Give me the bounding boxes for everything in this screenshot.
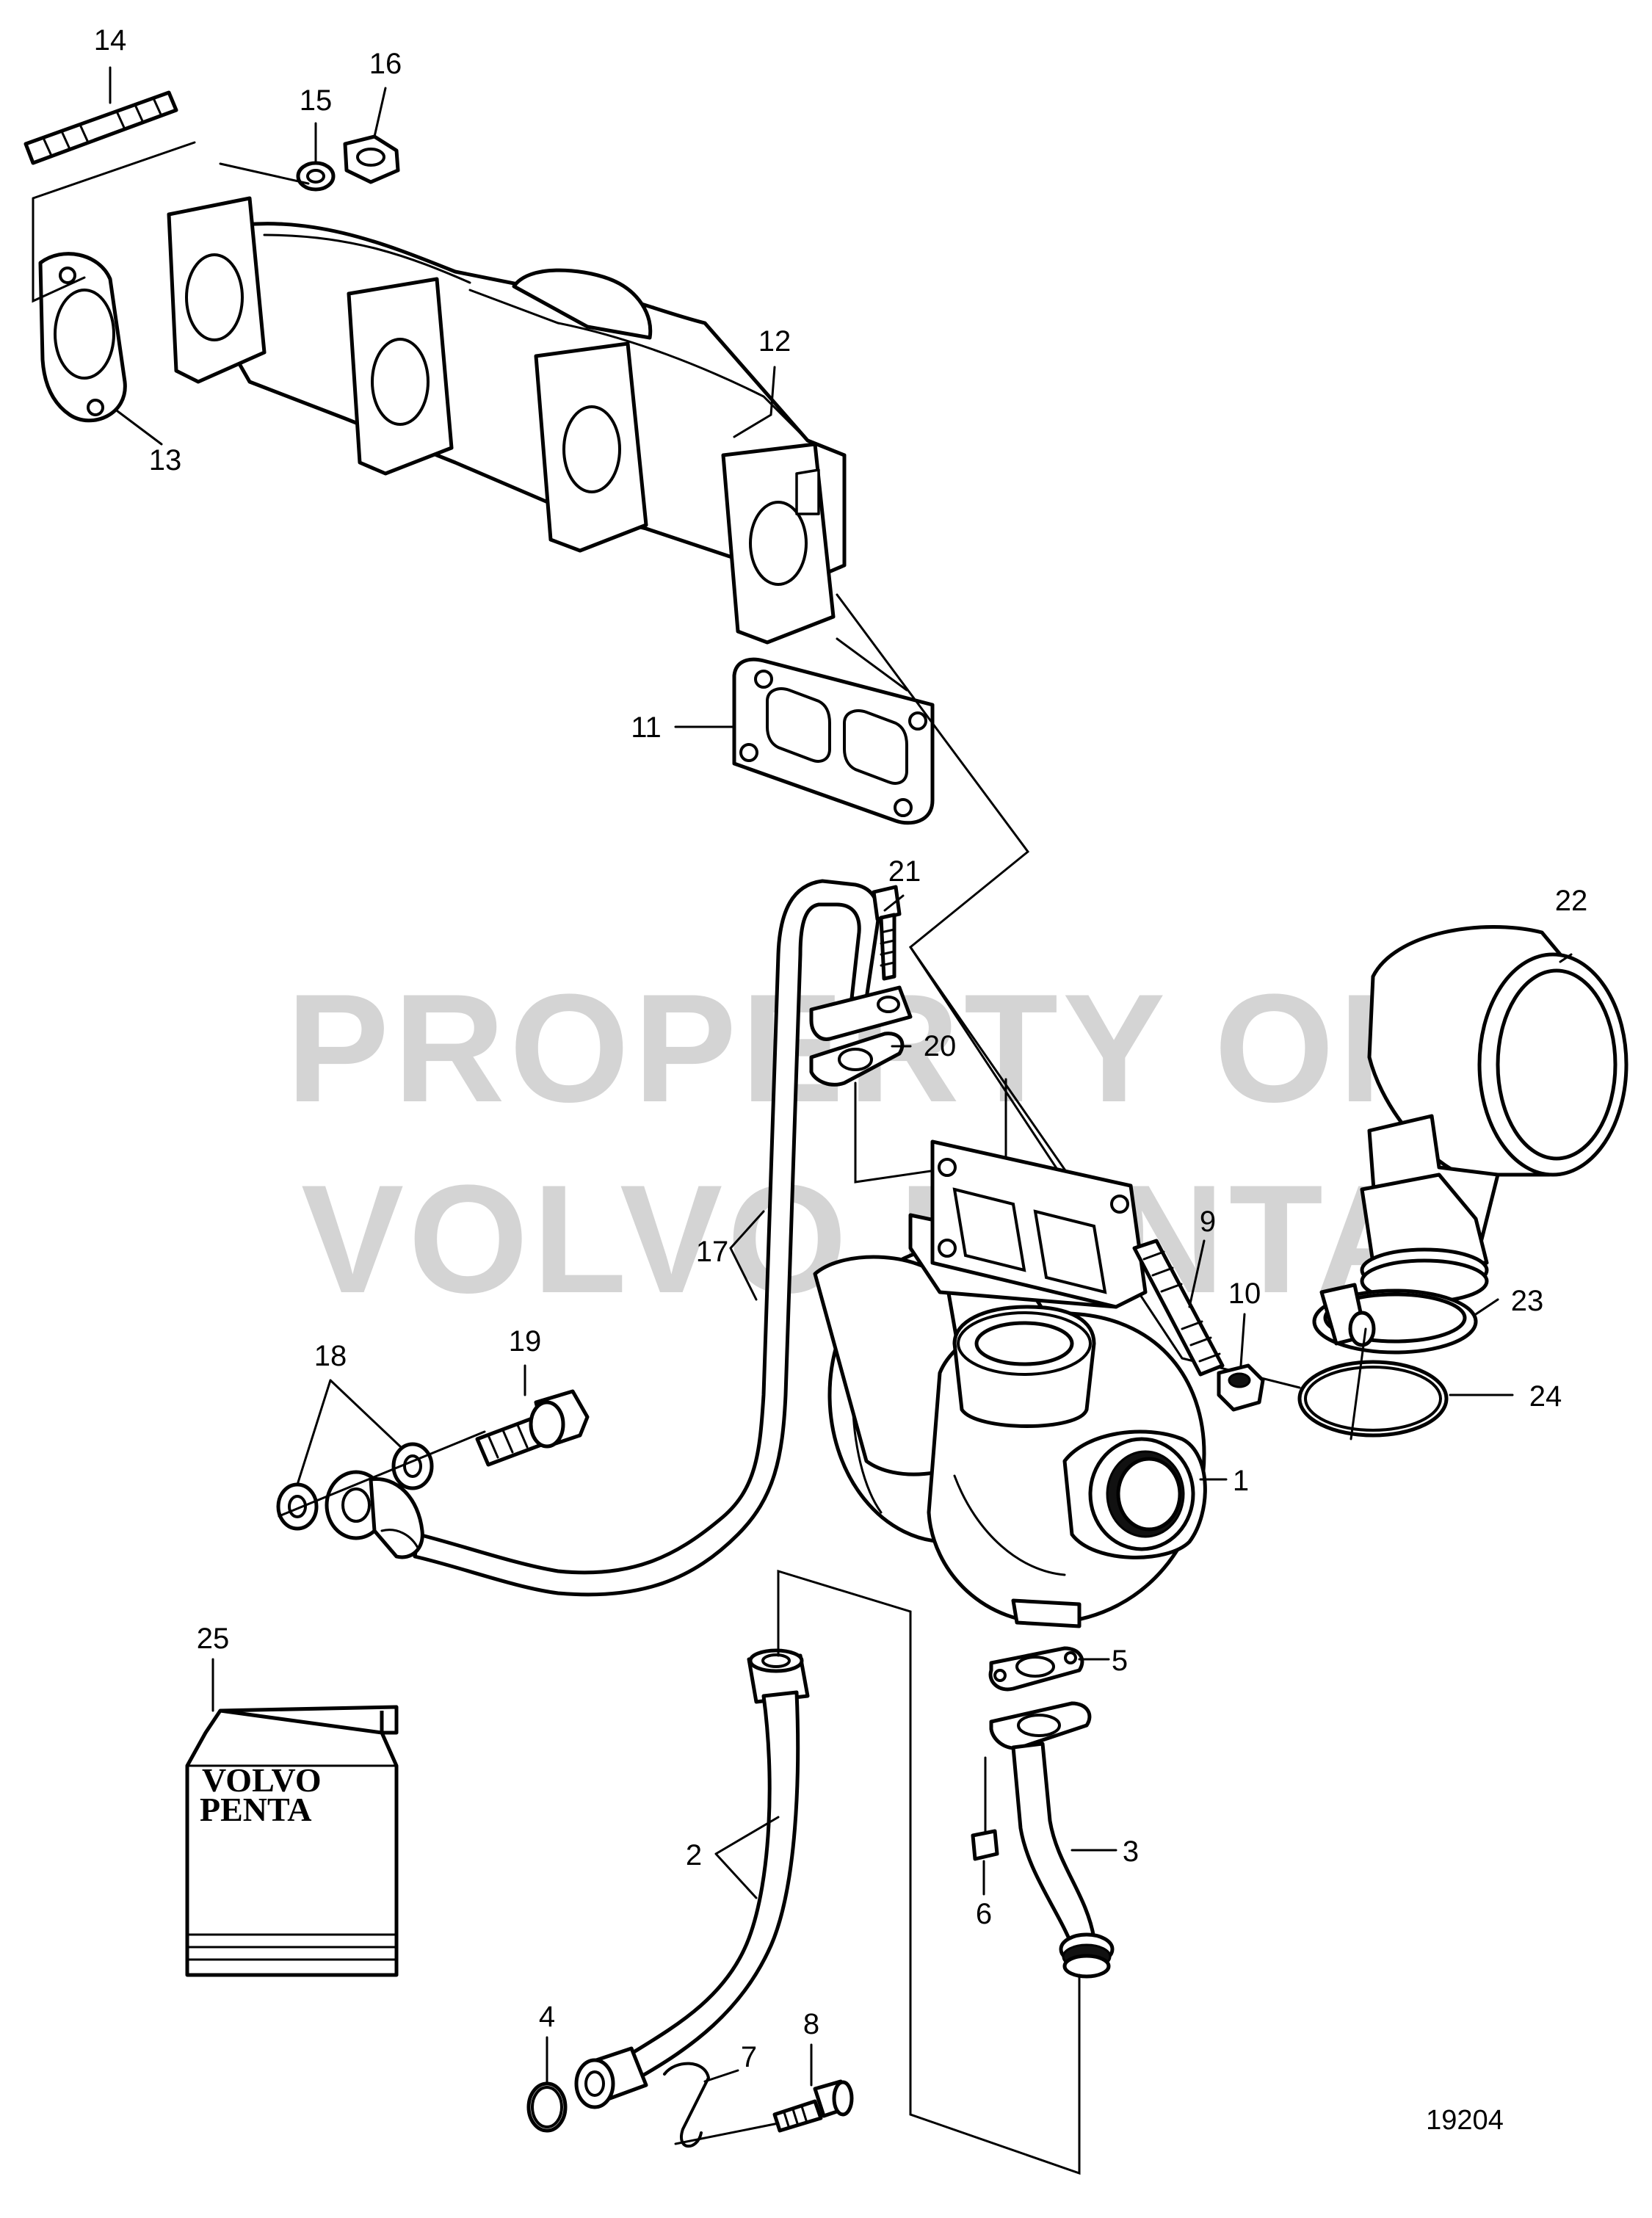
callout-labels: 14 15 16 13 12 11 21 20 17 18 19 22 23 2… [94,24,1588,2073]
callout-13: 13 [149,444,182,476]
callout-12: 12 [758,325,791,358]
reference-number: 19204 [1426,2105,1504,2136]
callout-20: 20 [924,1030,957,1062]
stud-9 [1132,1239,1225,1377]
o-ring-24 [1297,1360,1449,1438]
callout-6: 6 [976,1898,992,1930]
turbo-gasket-11 [732,657,935,825]
screw-21 [872,885,902,981]
callout-18: 18 [314,1340,347,1372]
callout-11: 11 [631,711,662,744]
nut-10 [1217,1363,1265,1412]
callout-21: 21 [888,855,921,888]
clip-7 [663,2062,710,2148]
flange-screw-6 [971,1756,999,1861]
callout-7: 7 [741,2041,757,2073]
leader-lines [109,66,1573,2087]
callout-14: 14 [94,24,127,57]
assembly-line-manifold-turbo [836,593,1070,1176]
assembly-line-14 [32,141,196,303]
gasket-20 [809,1032,905,1087]
stud-14 [23,90,178,165]
o-ring-4 [526,2081,568,2133]
callout-5: 5 [1112,1645,1128,1677]
callout-10: 10 [1228,1277,1261,1310]
screw-8 [772,2079,854,2133]
oil-feed-pipe-17 [325,879,913,1597]
oil-drain-pipe-3 [989,1701,1115,1979]
oil-return-pipe-2 [574,1648,810,2109]
callout-19: 19 [509,1325,542,1358]
turbocharger-1 [813,1139,1207,1628]
callout-24: 24 [1529,1380,1562,1413]
manual-brand-line-2: PENTA [200,1791,312,1828]
callout-4: 4 [539,2001,555,2033]
manifold-gasket-13 [38,252,127,423]
callout-23: 23 [1511,1285,1544,1317]
callout-15: 15 [300,84,333,117]
gasket-5 [988,1646,1084,1692]
callout-17: 17 [696,1236,729,1268]
callout-2: 2 [686,1839,702,1871]
nut-16 [343,134,400,184]
instruction-manual-25: VOLVO PENTA [185,1705,399,1977]
callout-25: 25 [197,1623,230,1655]
exhaust-manifold-12 [167,196,847,645]
manual-brand-line-1: VOLVO [202,1761,322,1799]
callout-22: 22 [1555,885,1588,917]
callout-3: 3 [1123,1835,1139,1868]
callout-8: 8 [803,2008,819,2040]
sealing-washers-18 [276,1442,434,1531]
callout-9: 9 [1200,1206,1216,1238]
hose-clamp-23 [1312,1283,1478,1355]
callout-1: 1 [1233,1465,1249,1497]
intake-elbow-22 [1360,925,1629,1304]
washer-15 [296,161,336,192]
callout-16: 16 [369,48,402,80]
banjo-bolt-19 [475,1389,590,1467]
assembly-line-drain [777,1569,1081,2175]
